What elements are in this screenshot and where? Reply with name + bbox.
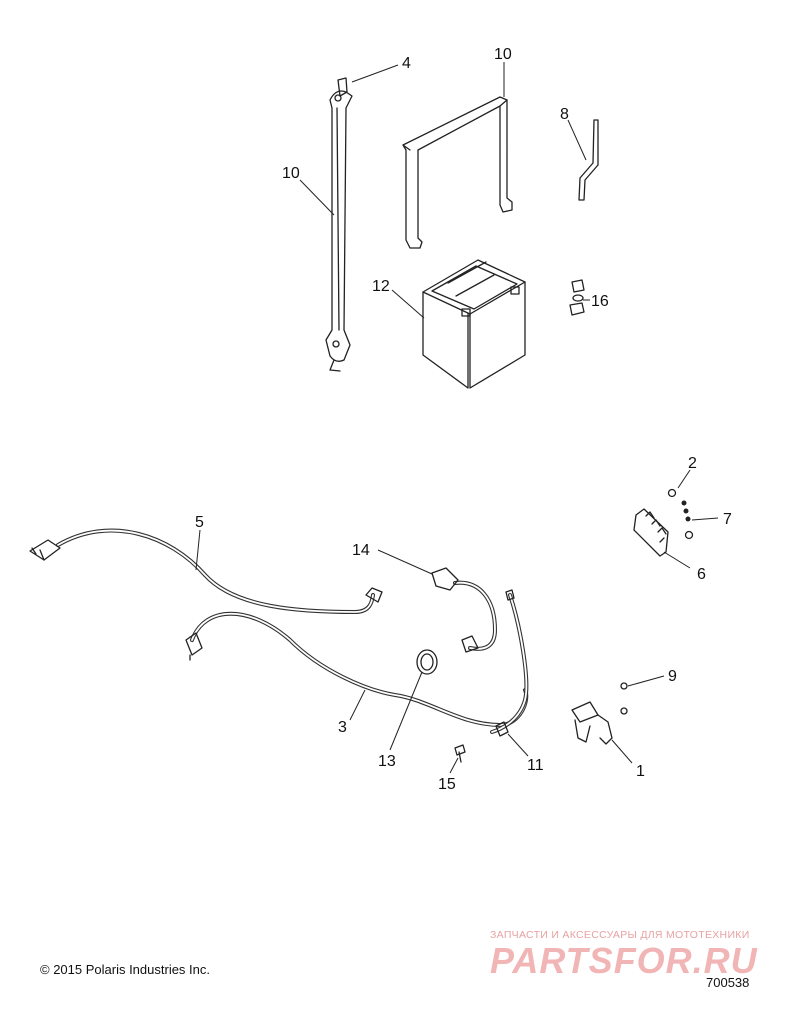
grommet xyxy=(416,649,438,675)
callout-7: 7 xyxy=(723,511,732,528)
watermark-tagline: ЗАПЧАСТИ И АКСЕССУАРЫ ДЛЯ МОТОТЕХНИКИ xyxy=(490,929,750,941)
callout-16: 16 xyxy=(591,293,609,310)
battery xyxy=(422,259,526,389)
callout-1: 1 xyxy=(636,763,645,780)
document-number: 700538 xyxy=(706,975,750,990)
callout-15: 15 xyxy=(438,776,456,793)
fastener xyxy=(454,744,466,763)
callout-6: 6 xyxy=(697,566,706,583)
callout-12: 12 xyxy=(372,278,390,295)
main-cable xyxy=(29,528,383,615)
terminal-bolts xyxy=(569,279,585,316)
ground-cable xyxy=(185,611,529,728)
positive-cable xyxy=(490,589,529,737)
copyright-notice: © 2015 Polaris Industries Inc. xyxy=(40,962,210,977)
terminal-boot-cable xyxy=(431,567,498,653)
callout-14: 14 xyxy=(352,542,370,559)
solenoid xyxy=(571,682,628,745)
leader-lines xyxy=(195,62,719,774)
callout-10-strap: 10 xyxy=(282,165,300,182)
battery-bracket xyxy=(402,96,513,249)
callout-10-bracket: 10 xyxy=(494,46,512,63)
callout-labels: 4 10 8 10 12 16 2 7 6 5 14 9 3 13 11 1 1… xyxy=(195,46,732,793)
watermark-logo: PARTSFOR.RU xyxy=(490,940,758,981)
hook-rod xyxy=(578,119,599,201)
callout-4: 4 xyxy=(402,55,411,72)
callout-2: 2 xyxy=(688,455,697,472)
callout-9: 9 xyxy=(668,668,677,685)
hold-down-strap xyxy=(325,77,353,372)
callout-13: 13 xyxy=(378,753,396,770)
callout-5: 5 xyxy=(195,514,204,531)
callout-11: 11 xyxy=(527,757,544,774)
callout-8: 8 xyxy=(560,106,569,123)
terminal-block xyxy=(633,488,694,557)
callout-3: 3 xyxy=(338,719,347,736)
